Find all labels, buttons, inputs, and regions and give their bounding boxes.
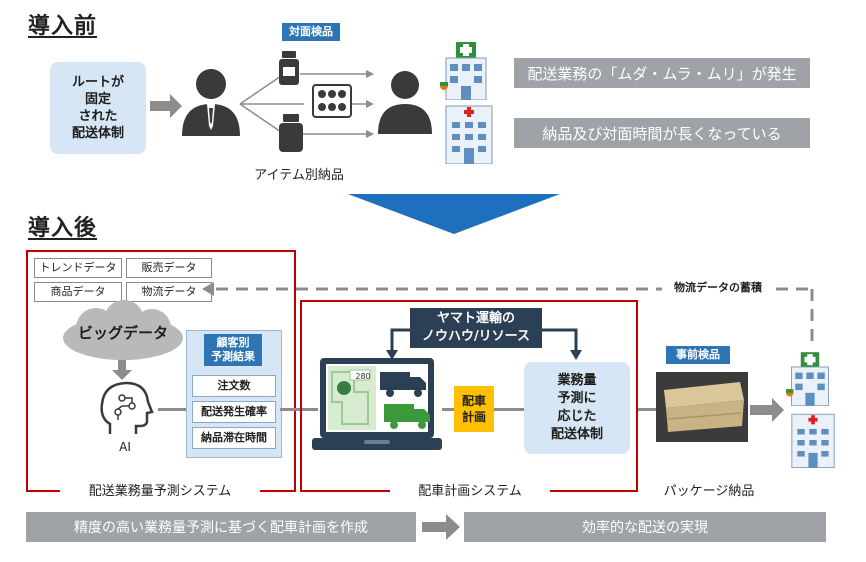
workload-delivery-box: 業務量 予測に 応じた 配送体制 [524, 362, 630, 454]
hospital-icon [786, 352, 829, 406]
hospital-icon [791, 413, 835, 468]
dispatch-plan-box: 配車 計画 [454, 386, 494, 432]
yamato-knowhow-line: ヤマト運輸の [436, 311, 515, 326]
pill-pack-icon [312, 84, 352, 118]
data-tag-logistics: 物流データ [126, 282, 212, 302]
connector-line [280, 408, 318, 411]
fixed-route-line: された [78, 109, 118, 124]
dispatch-plan-line: 計画 [461, 410, 486, 424]
data-tag-sales: 販売データ [126, 258, 212, 278]
yamato-knowhow-label: ヤマト運輸の ノウハウ/リソース [410, 308, 542, 348]
pred-item-probability: 配送発生確率 [192, 401, 276, 423]
right-arrow-icon [422, 514, 460, 540]
connector-line [494, 408, 524, 411]
item-delivery-label: アイテム別納品 [236, 166, 362, 186]
fixed-route-line: ルートが [71, 75, 124, 90]
logistics-accum-label: 物流データの蓄積 [662, 279, 774, 297]
bottom-bar-efficient-delivery: 効率的な配送の実現 [464, 512, 826, 542]
connector-line [158, 408, 186, 411]
data-tag-product: 商品データ [34, 282, 122, 302]
pred-item-stay-time: 納品滞在時間 [192, 427, 276, 449]
connector-line [638, 408, 656, 411]
right-arrow-icon [750, 398, 784, 422]
fixed-route-line: 固定 [84, 92, 111, 107]
ai-head-icon [100, 381, 154, 434]
cloud-icon [63, 300, 183, 360]
dispatch-plan-line: 配車 [461, 394, 486, 408]
package-delivery-label: パッケージ納品 [646, 482, 772, 502]
pill-bottle-icon [279, 114, 303, 152]
person-icon [378, 71, 432, 134]
hospital-icon [445, 105, 493, 164]
transition-arrow-icon [348, 194, 560, 234]
pred-item-orders: 注文数 [192, 375, 276, 397]
issue-bar-time: 納品及び対面時間が長くなっている [514, 118, 810, 148]
before-title: 導入前 [28, 14, 98, 39]
package-icon [656, 372, 748, 442]
fixed-route-box: ルートが 固定 された 配送体制 [50, 62, 146, 154]
down-arrow-icon [112, 360, 132, 380]
logistics-feedback-line [202, 282, 814, 348]
data-tag-trend: トレンドデータ [34, 258, 122, 278]
bigdata-label: ビッグデータ [77, 324, 168, 342]
hospital-icon [440, 42, 487, 100]
workload-line: 予測に [557, 391, 597, 406]
truck-icon [380, 372, 426, 397]
customer-prediction-title-line: 予測結果 [211, 350, 255, 363]
pill-bottle-icon [279, 51, 299, 85]
right-arrow-icon [150, 94, 182, 118]
face-inspection-label: 対面検品 [282, 23, 340, 41]
after-title: 導入後 [28, 216, 98, 241]
prediction-system-label: 配送業務量予測システム [60, 482, 260, 502]
yamato-arrows [386, 328, 582, 360]
ai-label: AI [119, 440, 131, 454]
workload-line: 業務量 [557, 373, 597, 388]
dispatch-system-label: 配車計画システム [390, 482, 550, 502]
truck-icon [384, 404, 430, 429]
delivery-fan-lines [239, 70, 374, 138]
workload-line: 応じた [557, 409, 597, 424]
pre-inspection-label: 事前検品 [666, 346, 730, 364]
bottom-bar-accurate-plan: 精度の高い業務量予測に基づく配車計画を作成 [26, 512, 416, 542]
yamato-knowhow-line: ノウハウ/リソース [421, 329, 531, 344]
connector-line [442, 408, 454, 411]
screen-number: 280 [355, 372, 371, 381]
issue-bar-waste: 配送業務の「ムダ・ムラ・ムリ」が発生 [514, 58, 810, 88]
workload-line: 配送体制 [550, 427, 603, 442]
fixed-route-line: 配送体制 [71, 126, 124, 141]
customer-prediction-title-line: 顧客別 [216, 336, 250, 349]
person-icon [182, 69, 240, 136]
customer-prediction-title: 顧客別 予測結果 [204, 334, 262, 366]
